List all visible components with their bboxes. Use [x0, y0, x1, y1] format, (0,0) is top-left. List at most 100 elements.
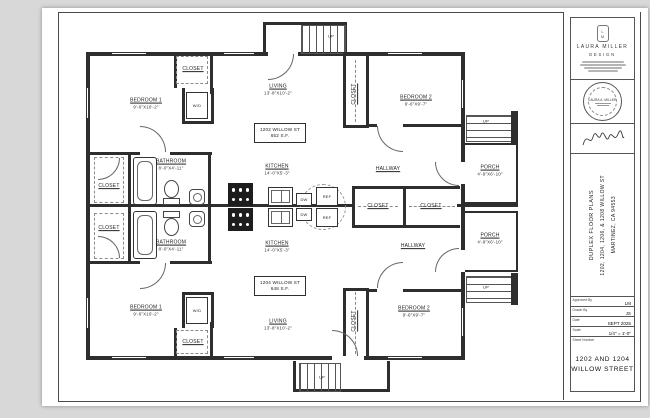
wall: [86, 204, 354, 207]
living-label: LIVING 13'-8"X10'-2": [264, 83, 292, 96]
washer-dryer: W/D: [186, 297, 208, 324]
closet-rod: [409, 206, 455, 207]
wall: [211, 292, 214, 328]
bathroom-label: BATHROOM 8'-0"X4'-11": [155, 239, 187, 252]
window: [86, 88, 90, 118]
kitchen-label: KITCHEN 14'-0"X5'-3": [264, 163, 290, 176]
wall: [343, 289, 346, 359]
project-title-section: DUPLEX FLOOR PLANS 1202, 1204, 1206, & 1…: [571, 154, 634, 297]
closet-rod: [355, 292, 356, 354]
toilet: [164, 218, 179, 236]
kitchen-label: KITCHEN 14'-0"X5'-3": [264, 240, 290, 253]
closet-label: CLOSET: [182, 339, 204, 346]
porch-post: [511, 273, 518, 305]
wall: [403, 186, 406, 228]
firm-logo-section: LM LAURA MILLER DESIGN: [571, 18, 634, 80]
porch-steps: [466, 115, 514, 142]
date-row: Date SEPT 2025: [571, 317, 634, 327]
bathtub: [133, 157, 157, 205]
door-opening: [140, 152, 170, 155]
wall: [366, 289, 369, 359]
wall: [263, 22, 347, 25]
porch-outline: [465, 143, 518, 204]
wall: [387, 361, 390, 392]
wall: [352, 225, 460, 228]
wall: [182, 292, 214, 295]
signature: [582, 129, 624, 145]
kitchen-sink: [268, 187, 293, 206]
stairs: [299, 363, 341, 392]
toilet: [164, 180, 179, 198]
porch-label: PORCH 4'-9"X6'-10": [477, 232, 503, 245]
title-block: LM LAURA MILLER DESIGN LAURA A. MILLER: [563, 12, 640, 400]
firm-name: LAURA MILLER: [576, 44, 629, 51]
closet-label: CLOSET: [182, 66, 204, 73]
window: [224, 356, 254, 360]
porch-steps: [466, 276, 514, 303]
architect-stamp-section: LAURA A. MILLER: [571, 80, 634, 124]
unit-1202-address-box: 1202 WILLOW ST 652 S.F.: [254, 123, 306, 143]
closet-dashed-outline: [94, 213, 124, 259]
wall: [263, 22, 266, 55]
stairs: [301, 25, 346, 54]
closet-dashed-outline: [176, 56, 208, 84]
wall: [343, 52, 346, 127]
wall: [86, 356, 465, 360]
closet-dashed-outline: [94, 157, 124, 203]
wall: [182, 121, 214, 124]
firm-monogram: LM: [596, 25, 609, 43]
up-label: UP: [483, 284, 489, 290]
living-label: LIVING 13'-8"X10'-2": [264, 318, 292, 331]
hallway-label: HALLWAY: [375, 166, 401, 173]
door-opening: [461, 162, 465, 184]
dishwasher: DW: [296, 193, 312, 206]
sheet-title-line2: WILLOW STREET: [571, 365, 634, 373]
wall: [343, 288, 369, 291]
wall: [128, 152, 131, 207]
closet-label: CLOSET: [351, 310, 358, 332]
approved-by-row: Approved By LM: [571, 297, 634, 307]
closet-label: CLOSET: [98, 183, 120, 190]
project-title: DUPLEX FLOOR PLANS: [588, 189, 595, 261]
window: [461, 308, 465, 336]
hallway-label: HALLWAY: [400, 243, 426, 250]
sink: [189, 211, 205, 227]
bathroom-label: BATHROOM 8'-0"X4'-11": [155, 158, 187, 171]
door-opening: [377, 289, 403, 292]
door-opening: [461, 250, 465, 272]
window: [112, 356, 146, 360]
wall: [352, 186, 355, 228]
wall: [182, 88, 185, 124]
sheet-number-section: Sheet Number 1202 AND 1204 WILLOW STREET: [571, 337, 634, 373]
window: [388, 356, 422, 360]
window: [86, 298, 90, 328]
drawn-by-row: Drawn By JS: [571, 307, 634, 317]
wall: [182, 292, 185, 328]
door-opening: [377, 124, 403, 127]
up-label: UP: [319, 374, 325, 380]
door-opening: [140, 261, 170, 264]
firm-contact-lines: [579, 59, 626, 72]
up-label: UP: [483, 118, 489, 124]
refrigerator: REF: [316, 187, 338, 206]
range: [228, 208, 253, 231]
closet-dashed-outline: [176, 330, 208, 354]
range: [228, 183, 253, 206]
project-city: MARTINEZ, CA 94553: [610, 196, 617, 254]
bedroom2-label: BEDROOM 2 9'-6"X9'-7": [400, 94, 432, 107]
firm-subname: DESIGN: [589, 52, 616, 58]
window: [224, 52, 254, 56]
bathtub: [133, 211, 157, 259]
washer-dryer: W/D: [186, 92, 208, 119]
wall: [208, 207, 211, 264]
wall: [208, 152, 211, 207]
wall: [210, 52, 213, 94]
wall: [457, 204, 518, 207]
drawing-border: [58, 12, 641, 402]
window: [388, 52, 422, 56]
toilet-tank: [163, 198, 180, 205]
window: [461, 80, 465, 108]
architect-seal: LAURA A. MILLER: [583, 82, 622, 121]
project-address: 1202, 1204, 1206, & 1208 WILLOW ST: [599, 174, 606, 276]
